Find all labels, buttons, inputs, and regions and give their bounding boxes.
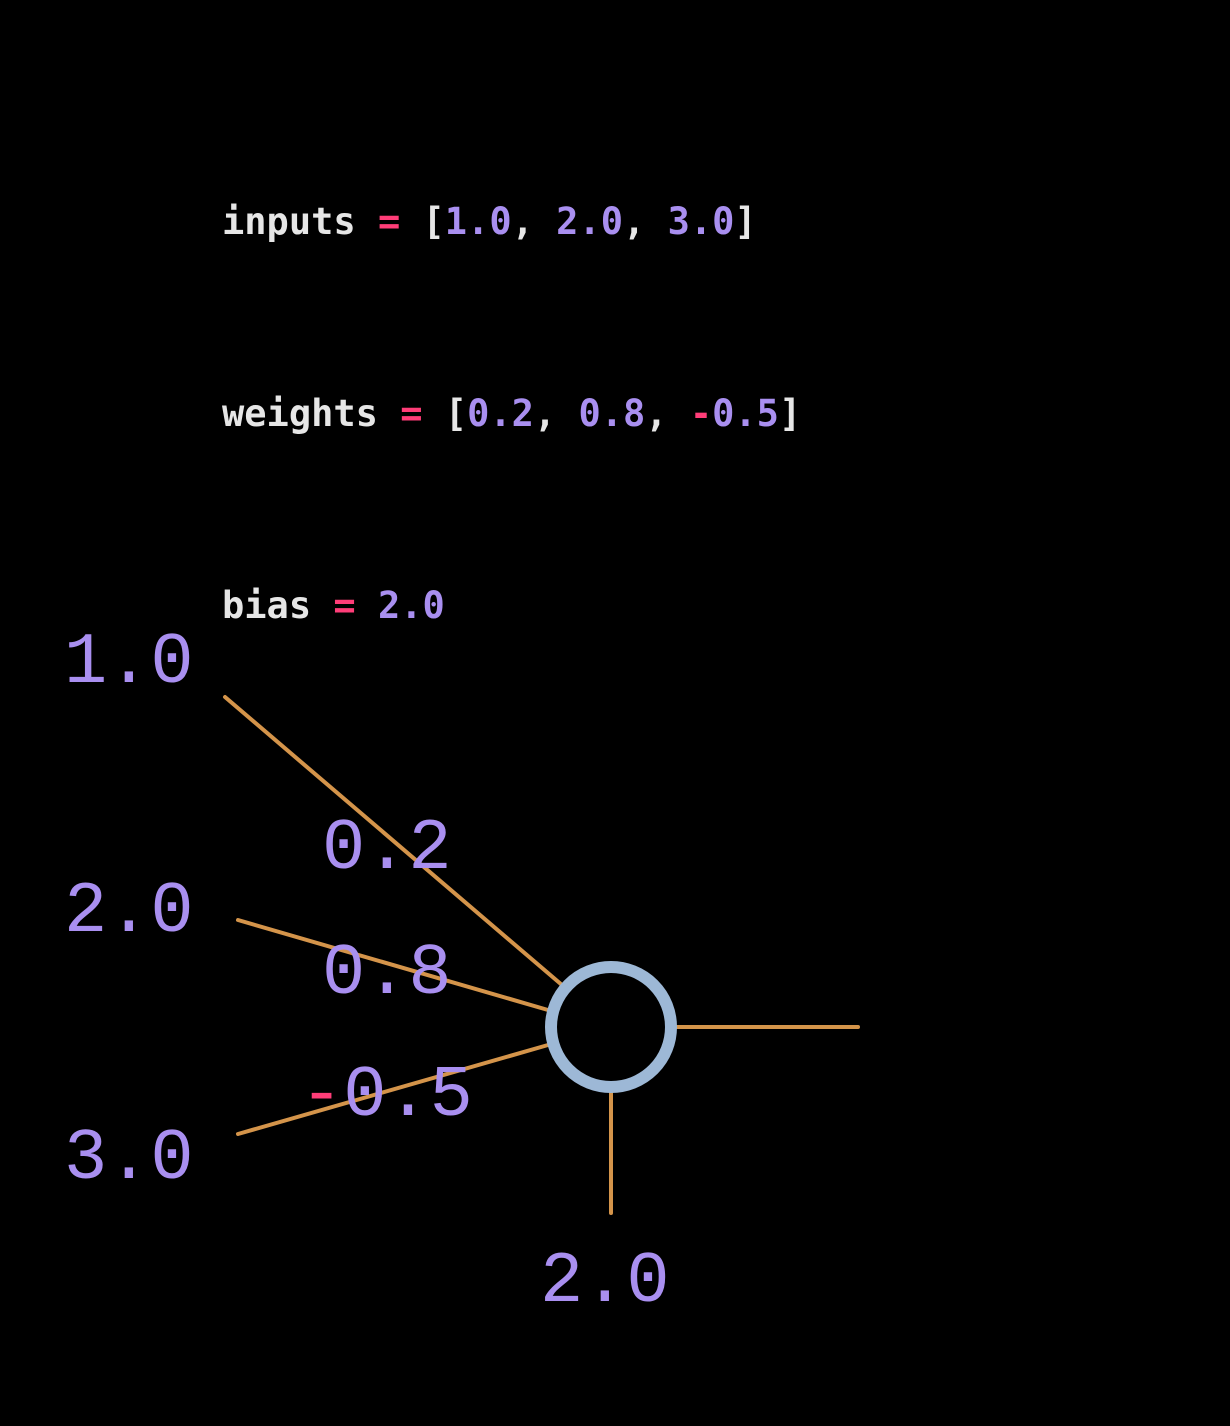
edge-input-2 <box>236 918 550 1012</box>
edges <box>223 695 860 1215</box>
code-number: 0.2 <box>467 392 534 435</box>
code-var: bias <box>222 584 312 627</box>
code-line-inputs: inputs = [1.0, 2.0, 3.0] <box>222 190 801 254</box>
weight-negative-sign: - <box>300 1055 343 1137</box>
code-number: 2.0 <box>377 584 445 627</box>
input-label-1: 1.0 <box>64 622 194 704</box>
code-number: 2.0 <box>556 200 623 243</box>
code-number: 0.5 <box>712 392 779 435</box>
code-operator: = <box>400 392 423 435</box>
edge-input-1 <box>223 695 564 987</box>
code-bracket: ] <box>778 392 802 435</box>
code-negative-sign: - <box>689 392 713 435</box>
code-bracket: ] <box>734 200 757 243</box>
input-label-2: 2.0 <box>64 871 194 953</box>
neuron-node <box>545 961 677 1093</box>
code-number: 1.0 <box>444 200 512 243</box>
code-bracket: [ <box>444 392 468 435</box>
code-number: 3.0 <box>667 200 735 243</box>
code-line-bias: bias = 2.0 <box>222 574 801 638</box>
edge-input-3 <box>236 1043 550 1136</box>
code-comma: , <box>511 200 534 243</box>
code-number: 0.8 <box>578 392 646 435</box>
input-label-3: 3.0 <box>64 1118 194 1200</box>
code-comma: , <box>623 200 646 243</box>
bias-label: 2.0 <box>540 1241 670 1323</box>
weight-label-2: 0.8 <box>322 933 452 1015</box>
code-operator: = <box>333 584 356 627</box>
code-operator: = <box>377 200 401 243</box>
weight-label-1: 0.2 <box>322 808 452 890</box>
weight-value: 0.5 <box>343 1055 473 1137</box>
code-var: weights <box>222 392 378 435</box>
code-line-weights: weights = [0.2, 0.8, -0.5] <box>222 382 801 446</box>
weight-label-3: -0.5 <box>300 1055 473 1137</box>
code-comma: , <box>533 392 557 435</box>
code-var: inputs <box>222 200 356 243</box>
code-comma: , <box>645 392 668 435</box>
code-bracket: [ <box>422 200 445 243</box>
code-block: inputs = [1.0, 2.0, 3.0] weights = [0.2,… <box>222 62 801 702</box>
